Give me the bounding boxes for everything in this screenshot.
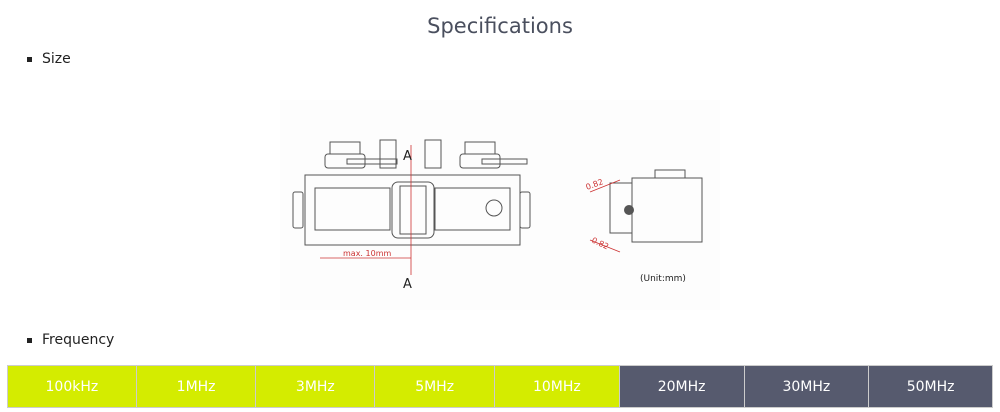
size-diagram-drawing: A A max. 10mm 0.82 0.82 (Unit:mm) (292, 139, 703, 292)
section-frequency: Frequency (27, 332, 114, 348)
size-diagram: A A max. 10mm 0.82 0.82 (Unit:mm) (280, 100, 720, 310)
section-label-top: A (403, 149, 412, 164)
section-label-bottom: A (403, 277, 412, 292)
frequency-cell: 50MHz (869, 366, 992, 407)
bullet-icon (27, 337, 32, 343)
contact-point (624, 205, 634, 215)
frequency-cell: 10MHz (495, 366, 620, 407)
page-title: Specifications (427, 14, 573, 38)
dimension-label-2: 0.82 (590, 236, 610, 252)
unit-label: (Unit:mm) (640, 274, 686, 284)
frequency-cell: 5MHz (375, 366, 495, 407)
frequency-cell: 3MHz (256, 366, 376, 407)
max-dimension-label: max. 10mm (343, 249, 391, 258)
frequency-cell: 100kHz (8, 366, 137, 407)
dimension-label-1: 0.82 (585, 177, 605, 192)
frequency-cell: 1MHz (136, 366, 257, 407)
section-size: Size (27, 51, 71, 67)
frequency-cell: 20MHz (619, 366, 745, 407)
section-frequency-label: Frequency (42, 332, 115, 348)
bullet-icon (27, 56, 32, 62)
frequency-cell: 30MHz (744, 366, 870, 407)
section-size-label: Size (42, 51, 71, 67)
